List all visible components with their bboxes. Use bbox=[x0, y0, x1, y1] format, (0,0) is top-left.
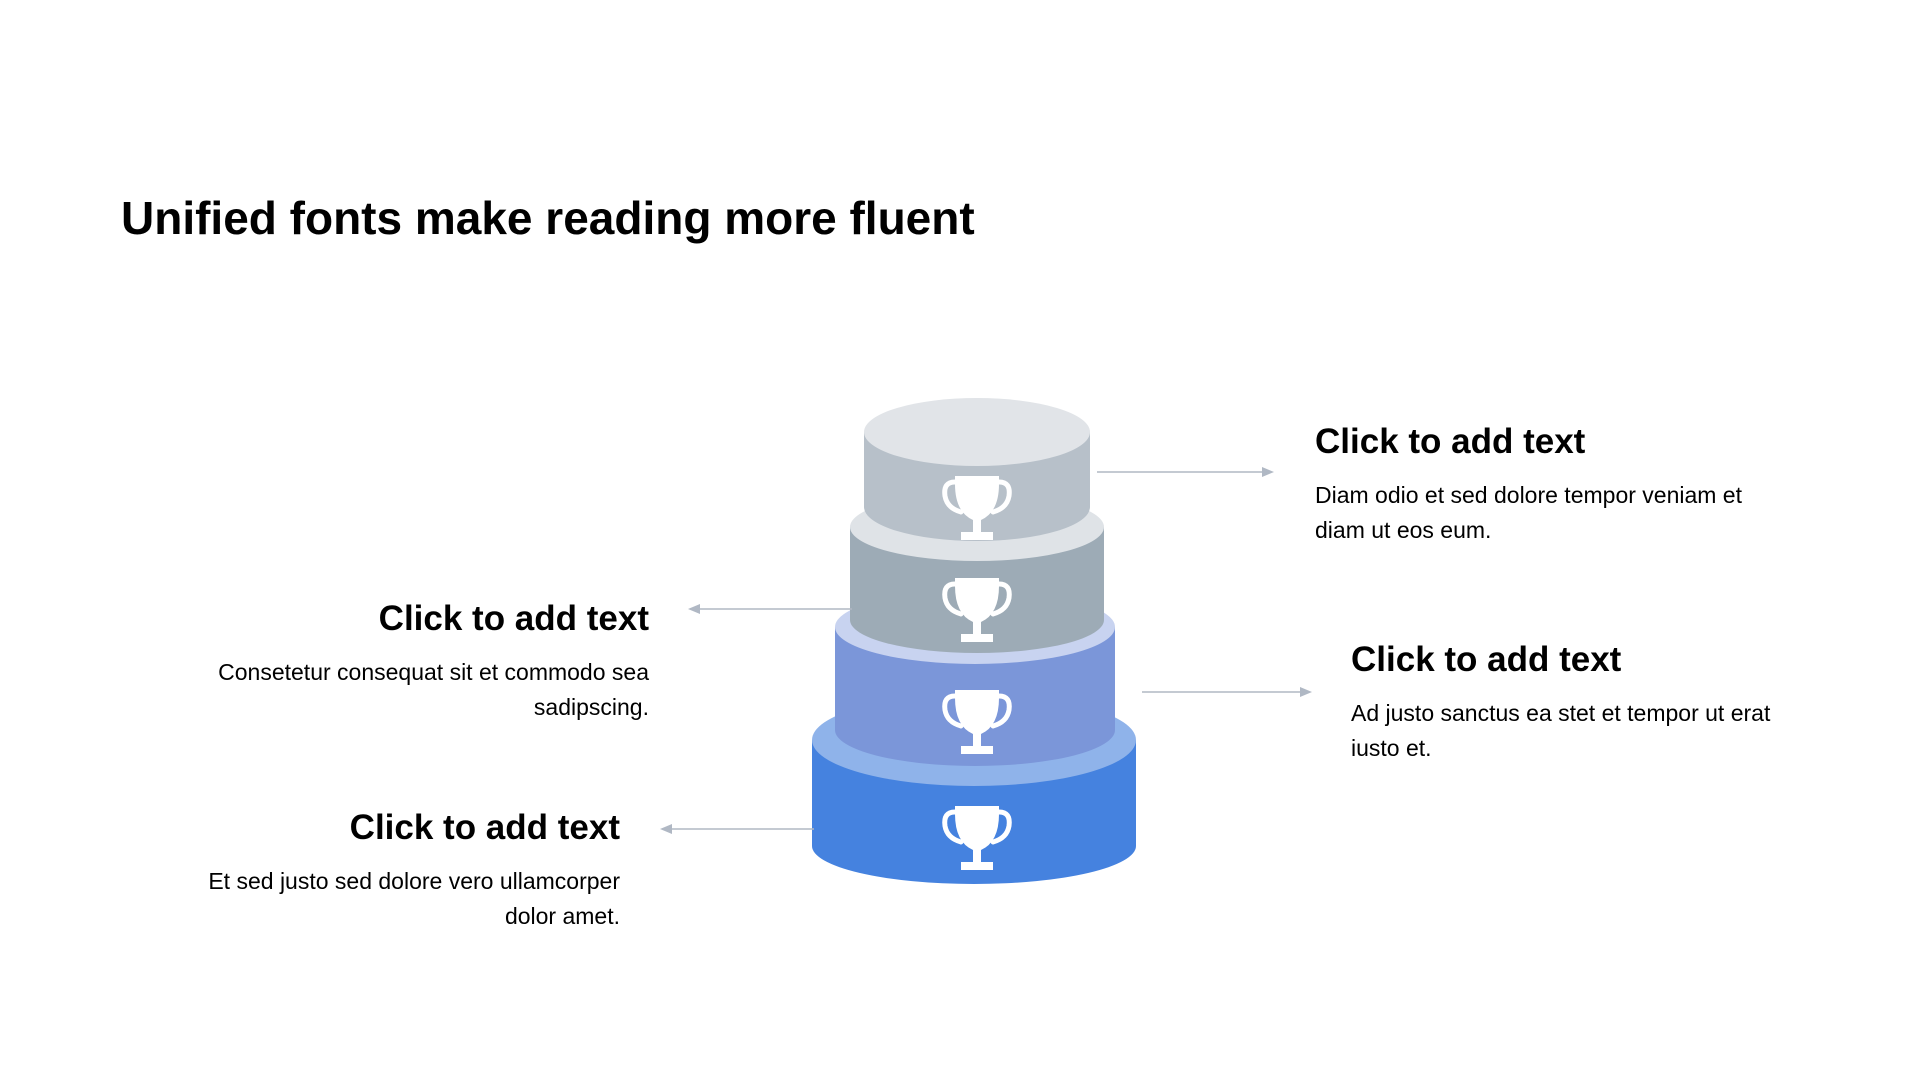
connector-arrow-2 bbox=[688, 604, 852, 614]
callout-heading[interactable]: Click to add text bbox=[378, 599, 649, 638]
callout-2[interactable]: Click to add text Consetetur consequat s… bbox=[189, 597, 649, 725]
callout-heading[interactable]: Click to add text bbox=[1315, 422, 1586, 461]
callout-3[interactable]: Click to add text Ad justo sanctus ea st… bbox=[1351, 638, 1811, 766]
callout-body[interactable]: Ad justo sanctus ea stet et tempor ut er… bbox=[1351, 700, 1771, 761]
callout-1[interactable]: Click to add text Diam odio et sed dolor… bbox=[1315, 420, 1775, 548]
callout-body[interactable]: Diam odio et sed dolore tempor veniam et… bbox=[1315, 482, 1742, 543]
callout-heading[interactable]: Click to add text bbox=[1351, 640, 1622, 679]
callout-heading[interactable]: Click to add text bbox=[349, 808, 620, 847]
callout-body[interactable]: Et sed justo sed dolore vero ullamcorper… bbox=[208, 868, 620, 929]
callout-4[interactable]: Click to add text Et sed justo sed dolor… bbox=[160, 806, 620, 934]
connector-arrow-1 bbox=[1097, 467, 1274, 477]
connector-arrow-4 bbox=[660, 824, 814, 834]
connector-arrow-3 bbox=[1142, 687, 1312, 697]
callout-body[interactable]: Consetetur consequat sit et commodo sea … bbox=[218, 659, 649, 720]
slide-title: Unified fonts make reading more fluent bbox=[121, 192, 975, 244]
